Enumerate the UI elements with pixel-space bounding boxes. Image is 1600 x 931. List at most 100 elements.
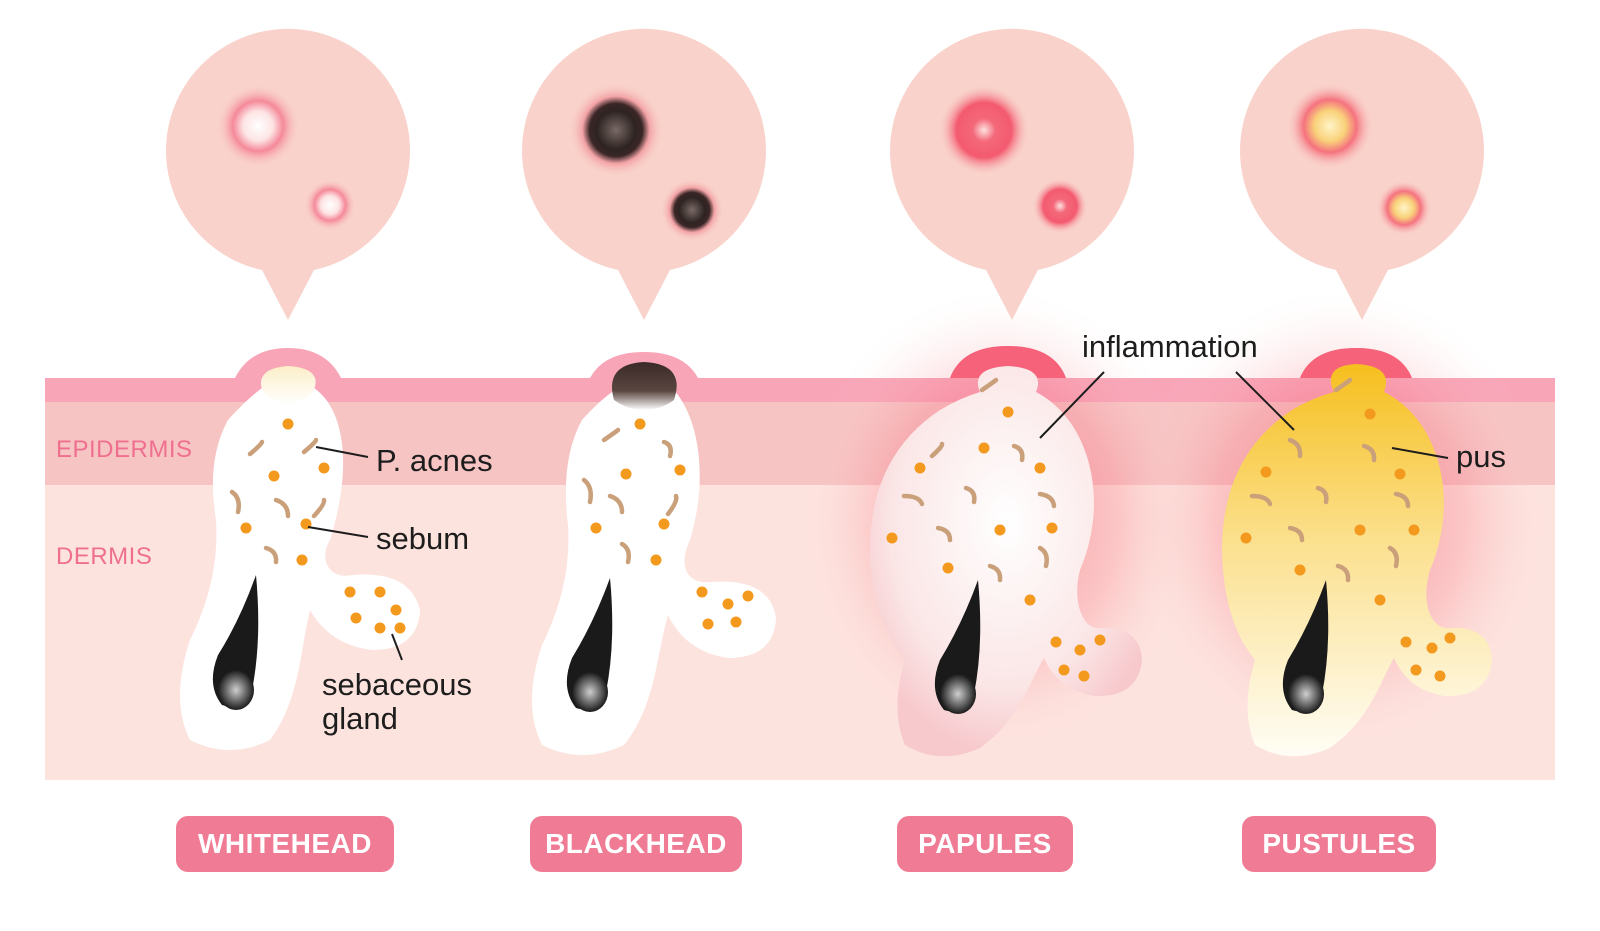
bacteria-dot [1374,594,1386,606]
bacteria-dot [1078,670,1090,682]
bacteria-dot [730,616,742,628]
badge-papules: PAPULES [897,816,1073,872]
bacteria-dot [318,462,330,474]
bacteria-dot [702,618,714,630]
bacteria-dot [1426,642,1438,654]
bacteria-dot [1002,406,1014,418]
bacteria-dot [1260,466,1272,478]
bacteria-dot [650,554,662,566]
sebum-strand [901,493,925,507]
sebum-strand [301,437,319,455]
hair-shaft [212,575,259,707]
bacteria-dot [282,418,294,430]
bacteria-dot [350,612,362,624]
bacteria-dot [1400,636,1412,648]
sebum-strand [987,563,1003,583]
callout-pus: pus [1456,439,1506,474]
callout-p-acnes: P. acnes [376,443,493,478]
leader-inflammation-right [1235,371,1295,431]
bubble-blackhead [522,28,766,321]
badge-blackhead: BLACKHEAD [530,816,742,872]
bacteria-dot [742,590,754,602]
p-acnes-bacteria [240,406,1456,682]
sebum-strand [1037,491,1057,509]
bacteria-dot [240,522,252,534]
callout-sebum: sebum [376,521,470,556]
leader-pus [1391,447,1449,459]
bacteria-dot [634,418,646,430]
sebum-strand [1011,443,1025,463]
badge-whitehead: WHITEHEAD [176,816,394,872]
bacteria-dot [1408,524,1420,536]
bacteria-dot [374,586,386,598]
bacteria-dot [914,462,926,474]
sebum-strand [1393,491,1411,509]
bacteria-dot [696,586,708,598]
sebum-strand [581,477,593,505]
bacteria-dot [674,464,686,476]
bacteria-dot [978,442,990,454]
leader-sebaceous-gland [391,633,403,661]
sebum-strand [263,545,279,565]
bubble-whitehead [165,28,410,321]
sebum-strand [935,525,953,543]
follicle-papules [870,366,1142,757]
bacteria-dot [1034,462,1046,474]
callout-inflammation: inflammation [1082,329,1258,364]
bacteria-dot [390,604,402,616]
sebum-strand [311,497,327,519]
leader-p-acnes [315,446,369,458]
sebum-strand [247,439,265,457]
sebum-strand [273,497,291,519]
bacteria-dot [620,468,632,480]
bacteria-dot [374,622,386,634]
bacteria-dot [590,522,602,534]
bacteria-dot [1294,564,1306,576]
sebum-strand [1315,485,1329,505]
bacteria-dot [994,524,1006,536]
sebum-strand [979,377,999,393]
bacteria-dot [1094,634,1106,646]
sebum-strand [665,493,679,517]
sebum-strand [607,493,625,515]
bacteria-dot [886,532,898,544]
sebum-strand [229,489,241,515]
bacteria-dot [1074,644,1086,656]
bacteria-dot [1444,632,1456,644]
follicle-pustules [1222,364,1492,757]
bacteria-dot [1024,594,1036,606]
sebum-strand [1037,545,1049,569]
leader-lines [307,371,1449,661]
badge-pustules: PUSTULES [1242,816,1436,872]
bacteria-dot [1046,522,1058,534]
bacteria-dot [1058,664,1070,676]
leader-inflammation-left [1039,371,1105,439]
bacteria-dot [1364,408,1376,420]
bacteria-dot [722,598,734,610]
sebum-strand [661,439,673,459]
sebum-strand [619,541,631,565]
epidermis-label: EPIDERMIS [56,436,193,463]
bacteria-dot [1394,468,1406,480]
bacteria-dot [344,586,356,598]
callout-sebaceous-gland-line1: sebaceous [322,667,472,702]
callout-sebaceous-gland-line2: gland [322,701,398,736]
bacteria-dot [1434,670,1446,682]
bacteria-dot [268,470,280,482]
bacteria-dot [296,554,308,566]
bacteria-dot [1050,636,1062,648]
bubble-pustules [1239,28,1484,321]
sebum-strand [601,427,621,443]
sebum-strand [1387,545,1399,569]
bacteria-dot [658,518,670,530]
zoom-bubbles [165,28,1484,321]
sebum-strand [1333,377,1353,393]
sebum-strand [963,485,977,505]
bacteria-dot [1354,524,1366,536]
bacteria-dot [394,622,406,634]
sebum-strands [229,377,1411,583]
leader-sebum [307,526,369,538]
bacteria-dot [1410,664,1422,676]
